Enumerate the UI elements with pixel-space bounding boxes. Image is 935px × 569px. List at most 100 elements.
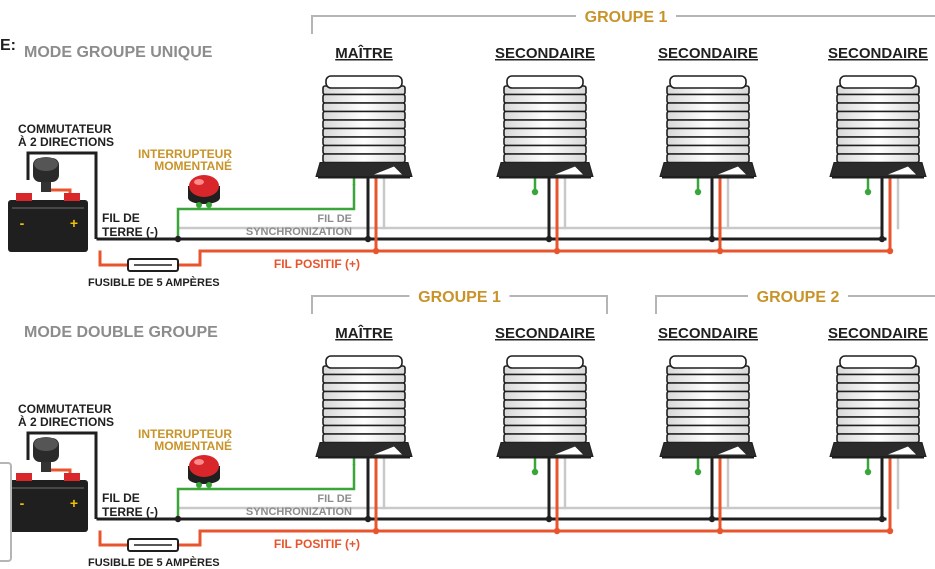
green-terminal (531, 188, 539, 196)
light-rib (836, 102, 920, 113)
light-rib (503, 93, 587, 104)
light-rib (836, 373, 920, 384)
light-rib (322, 373, 406, 384)
light-cap (839, 75, 917, 89)
light-rib (836, 407, 920, 418)
light-base-highlight (718, 446, 746, 455)
sync-label: SYNCHRONIZATION (246, 506, 352, 518)
switch-label: COMMUTATEUR (18, 402, 112, 416)
beacon-light (829, 75, 927, 179)
light-rib (322, 416, 406, 427)
button-glint (194, 179, 204, 185)
light-rib (666, 390, 750, 401)
sync-label: FIL DE (317, 213, 352, 225)
light-rib (666, 424, 750, 435)
group-bracket (655, 295, 935, 314)
light-rib (836, 433, 920, 444)
battery: -+ (8, 193, 88, 252)
group-bracket (311, 15, 935, 34)
button-cap (189, 455, 219, 477)
light-cap (506, 355, 584, 369)
switch-label: COMMUTATEUR (18, 122, 112, 136)
ground-junction (708, 235, 716, 243)
light-rib (836, 416, 920, 427)
fuse-label: FUSIBLE DE 5 AMPÈRES (88, 556, 220, 569)
sync-label: SYNCHRONIZATION (246, 226, 352, 238)
switch-stem (41, 182, 51, 192)
green-terminal (531, 468, 539, 476)
ground-junction (174, 235, 182, 243)
light-rib (322, 424, 406, 435)
beacon-light (496, 75, 594, 179)
light-rib (836, 399, 920, 410)
side-panel-edge (0, 462, 12, 562)
positive-junction (716, 527, 724, 535)
ground-junction (878, 515, 886, 523)
positive-junction (716, 247, 724, 255)
light-label: MAÎTRE (335, 44, 393, 62)
battery-terminal-pos (64, 193, 80, 201)
light-cap (325, 355, 403, 369)
light-base-highlight (888, 446, 916, 455)
battery-body (8, 480, 88, 532)
light-base-highlight (374, 446, 402, 455)
light-rib (503, 119, 587, 130)
light-rib (503, 407, 587, 418)
switch-label: À 2 DIRECTIONS (18, 134, 114, 149)
light-label: SECONDAIRE (658, 325, 758, 342)
sync-label: FIL DE (317, 493, 352, 505)
light-rib (666, 110, 750, 121)
light-rib (322, 110, 406, 121)
light-rib (666, 399, 750, 410)
battery-plus-symbol: + (70, 215, 78, 231)
light-rib (836, 136, 920, 147)
positive-junction (886, 247, 894, 255)
momentary-button (188, 455, 220, 488)
light-rib (666, 153, 750, 164)
button-pin (196, 202, 202, 208)
light-rib (666, 136, 750, 147)
light-rib (666, 127, 750, 138)
light-rib (503, 416, 587, 427)
button-cap (189, 175, 219, 197)
ground-junction (364, 515, 372, 523)
beacon-light (496, 355, 594, 459)
light-rib (666, 119, 750, 130)
light-rib (503, 144, 587, 155)
light-cap (506, 75, 584, 89)
light-rib (503, 102, 587, 113)
bracket-left (655, 295, 748, 314)
light-rib (836, 153, 920, 164)
ground-junction (545, 235, 553, 243)
toggle-switch (33, 157, 59, 192)
light-rib (503, 136, 587, 147)
corner-mark: E: (0, 37, 16, 54)
light-rib (322, 390, 406, 401)
light-rib (503, 382, 587, 393)
group-label: GROUPE 1 (585, 9, 668, 26)
bracket-right (676, 15, 935, 17)
light-rib (666, 144, 750, 155)
positive-junction (886, 527, 894, 535)
light-base-highlight (555, 446, 583, 455)
button-ground-wire (176, 207, 200, 240)
light-rib (666, 102, 750, 113)
beacon-light (315, 355, 413, 459)
green-terminal (694, 468, 702, 476)
beacon-light (829, 355, 927, 459)
light-rib (322, 433, 406, 444)
ground-junction (878, 235, 886, 243)
mode-title: MODE GROUPE UNIQUE (24, 44, 213, 61)
button-pin (206, 202, 212, 208)
switch-rocker (34, 437, 58, 451)
light-rib (503, 110, 587, 121)
light-cap (669, 75, 747, 89)
ground-junction (708, 515, 716, 523)
light-label: MAÎTRE (335, 324, 393, 342)
button-label: INTERRUPTEUR (138, 427, 232, 441)
button-to-master-wire (200, 184, 356, 211)
battery-minus-symbol: - (20, 495, 25, 511)
positive-junction (553, 247, 561, 255)
bracket-right (509, 295, 608, 314)
mode-title: MODE DOUBLE GROUPE (24, 324, 218, 341)
